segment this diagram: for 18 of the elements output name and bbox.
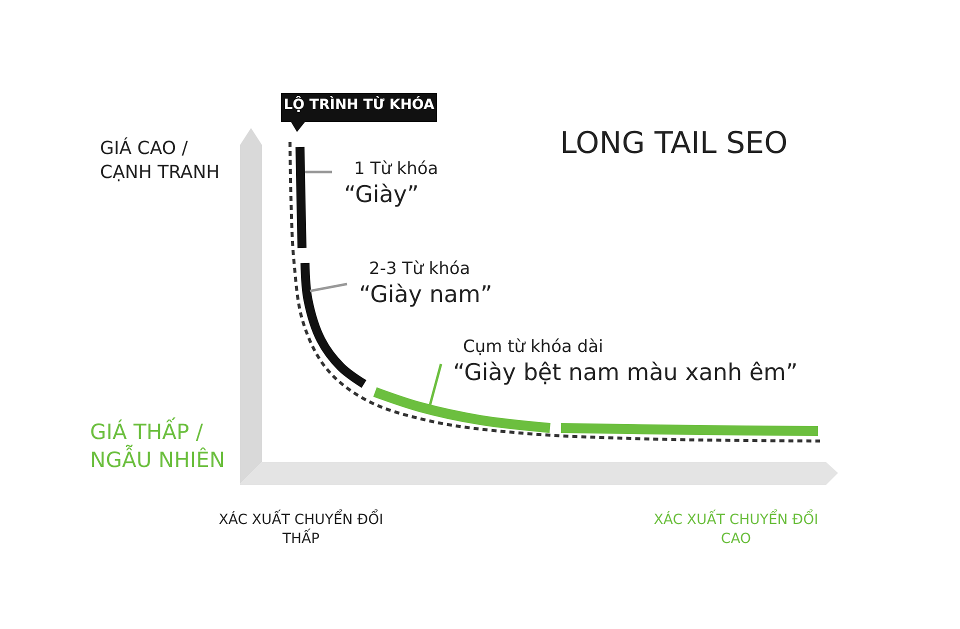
keyword-example: “Giày” [344, 181, 420, 210]
keyword-count-label: 1 Từ khóa [354, 158, 438, 180]
keyword-count-label: Cụm từ khóa dài [463, 336, 604, 358]
y-axis-label: GIÁ THẤP / NGẪU NHIÊN [90, 418, 250, 475]
leader-line [305, 170, 332, 174]
curve-segment [560, 423, 818, 436]
curve-segment [373, 387, 550, 433]
keyword-example: “Giày bệt nam màu xanh êm” [453, 359, 798, 388]
curve-segment [296, 146, 306, 248]
y-axis-label: GIÁ CAO / CẠNH TRANH [100, 137, 221, 186]
keyword-count-label: 2-3 Từ khóa [369, 258, 472, 280]
callout-text: LỘ TRÌNH TỪ KHÓA [282, 97, 436, 113]
leader-line [310, 282, 348, 292]
keyword-example: “Giày nam” [359, 281, 492, 310]
leader-line [428, 364, 442, 406]
x-axis-label: XÁC XUẤT CHUYỂN ĐỔI THẤP [212, 511, 390, 549]
x-axis-label: XÁC XUẤT CHUYỂN ĐỔI CAO [647, 511, 825, 549]
diagram-title: LONG TAIL SEO [560, 126, 788, 161]
